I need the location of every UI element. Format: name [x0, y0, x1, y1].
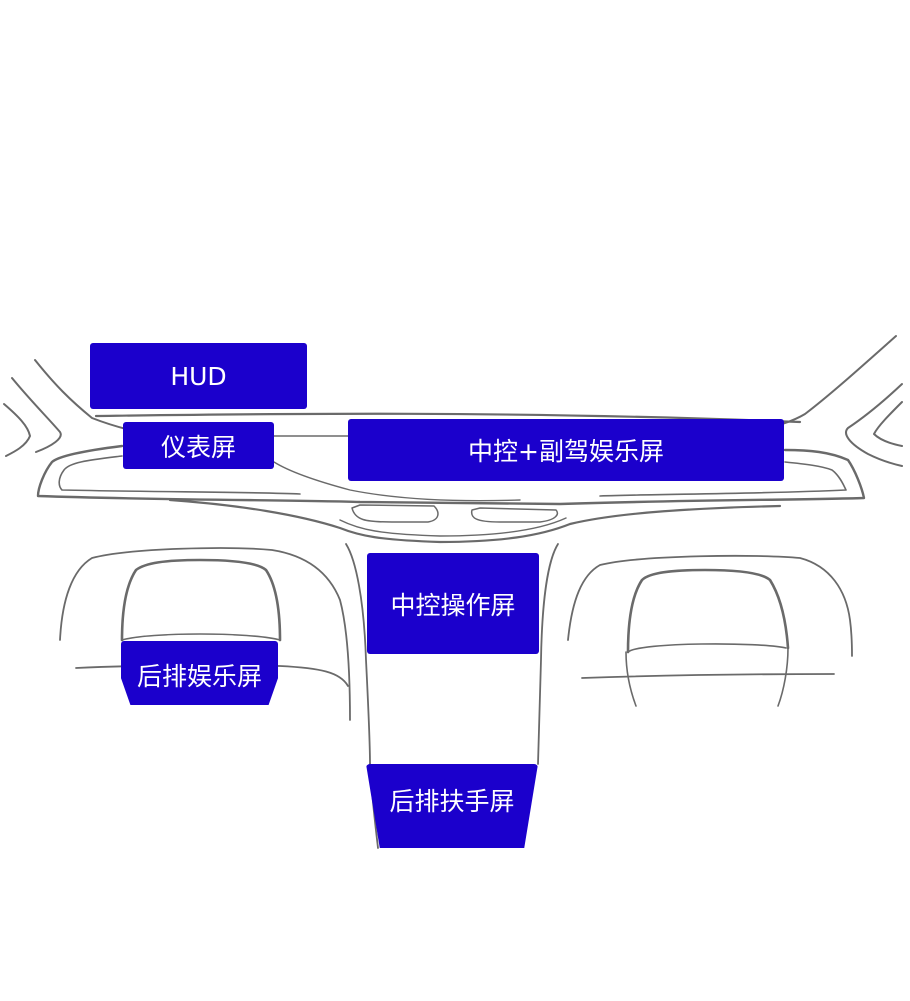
rear-armrest-label: 后排扶手屏 [389, 787, 515, 816]
right-a-pillar [781, 335, 903, 467]
hud-screen: HUD [90, 343, 307, 409]
rear-armrest-screen: 后排扶手屏 [366, 764, 538, 848]
dashboard-outline [36, 444, 866, 544]
center-control-screen: 中控操作屏 [367, 553, 539, 654]
rear-entertainment-screen: 后排娱乐屏 [121, 641, 278, 705]
instrument-cluster-label: 仪表屏 [160, 432, 236, 462]
hud-label: HUD [170, 361, 227, 391]
center-control-label: 中控操作屏 [390, 590, 516, 620]
instrument-cluster-screen: 仪表屏 [123, 422, 274, 469]
center-passenger-label: 中控+副驾娱乐屏 [468, 437, 664, 466]
left-a-pillar [3, 359, 131, 457]
dash-top [94, 412, 802, 437]
rear-entertainment-label: 后排娱乐屏 [136, 662, 262, 691]
center-passenger-entertainment-screen: 中控+副驾娱乐屏 [348, 419, 784, 481]
right-front-seat [567, 554, 853, 707]
